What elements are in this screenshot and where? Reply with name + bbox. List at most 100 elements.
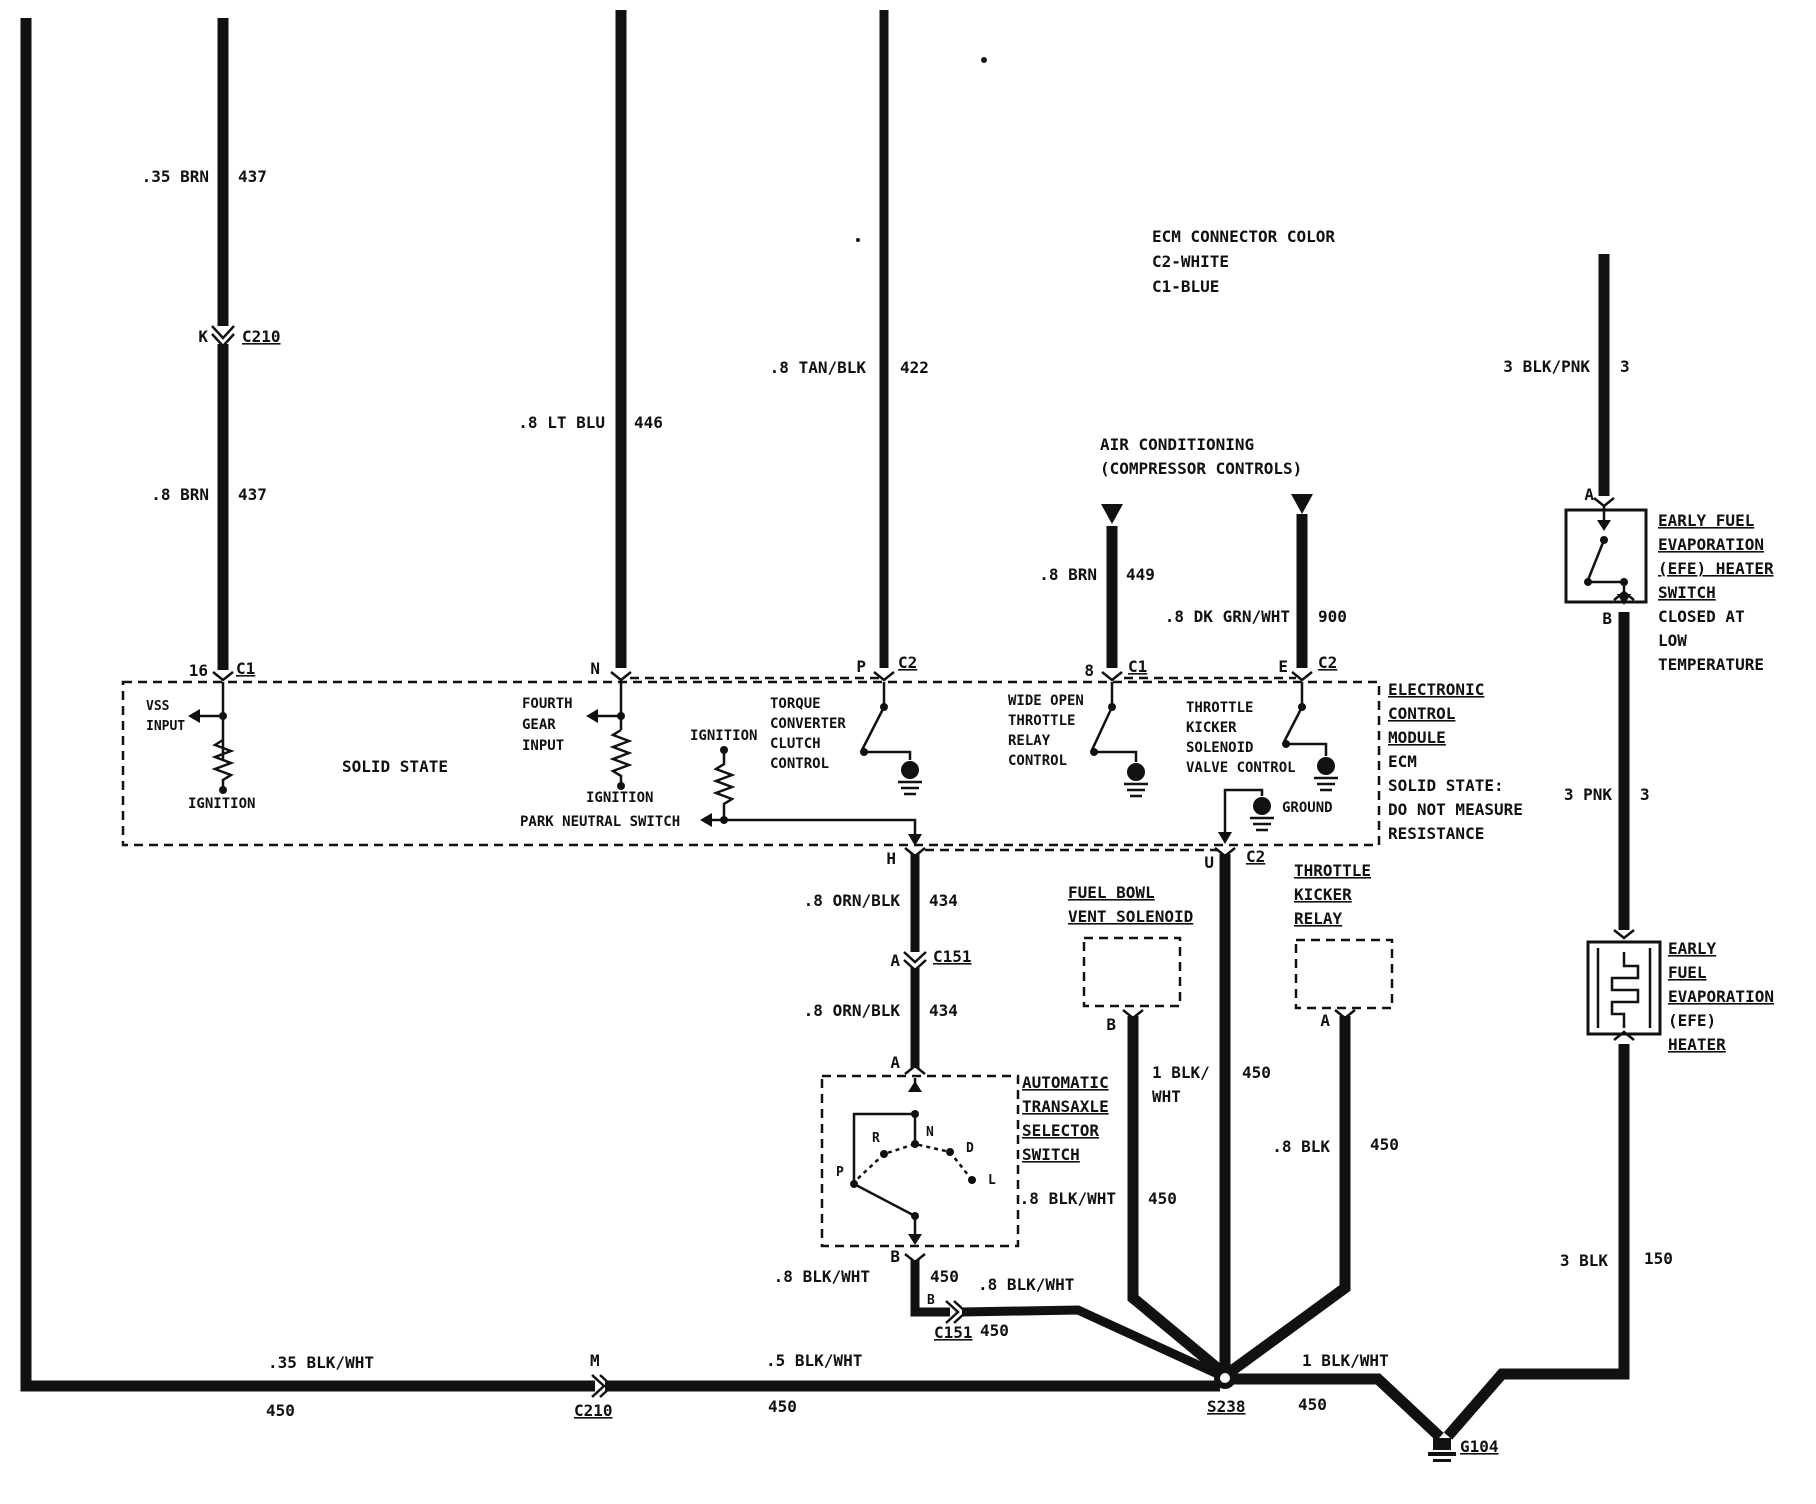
w450-selector-circuit: 450 xyxy=(1148,1189,1177,1208)
wire-450-kicker xyxy=(1226,1016,1351,1377)
tcc-label-1: TORQUE xyxy=(770,696,821,712)
tcc-label-3: CLUTCH xyxy=(770,736,821,752)
tks-label-3: SOLENOID xyxy=(1186,740,1253,756)
efe-heater-element-icon xyxy=(1610,952,1640,1028)
ac-arrow-449 xyxy=(1101,504,1123,524)
selector-switch-contacts xyxy=(850,1078,976,1245)
selector-label-3: SELECTOR xyxy=(1022,1121,1099,1140)
w437-bottom-size: .8 BRN xyxy=(151,485,209,504)
efe-heater-frame xyxy=(1596,948,1652,1028)
selector-pos-r: R xyxy=(872,1131,880,1146)
vss-input-circuit xyxy=(188,682,235,794)
w3-mid-size: 3 PNK xyxy=(1564,785,1613,804)
solid-state-label: SOLID STATE xyxy=(342,757,448,776)
tcc-label-2: CONVERTER xyxy=(770,716,846,732)
efe-switch-note-3: TEMPERATURE xyxy=(1658,655,1764,674)
efe-switch-b-pin: B xyxy=(1602,609,1612,628)
tks-switch xyxy=(1282,682,1338,792)
selector-label-1: AUTOMATIC xyxy=(1022,1073,1109,1092)
w449-size: .8 BRN xyxy=(1039,565,1097,584)
selector-pos-p: P xyxy=(836,1165,844,1180)
ac-line1: AIR CONDITIONING xyxy=(1100,435,1254,454)
kicker-label-2: KICKER xyxy=(1294,885,1352,904)
c151-a-pin: A xyxy=(890,951,900,970)
c210-k-pin: K xyxy=(198,327,208,346)
conn-h-pin: H xyxy=(886,849,896,868)
ecm-name-3: MODULE xyxy=(1388,728,1446,747)
fourth-gear-circuit xyxy=(586,682,633,790)
ignition-vss-label: IGNITION xyxy=(188,796,255,812)
tcc-switch xyxy=(860,682,922,796)
efe-heater-label-3: EVAPORATION xyxy=(1668,987,1774,1006)
efe-heater-label-1: EARLY xyxy=(1668,939,1717,958)
efe-heater-box xyxy=(1586,940,1662,1036)
ecm-ground-label: GROUND xyxy=(1282,800,1333,816)
efe-switch-a-pin: A xyxy=(1584,485,1594,504)
c151-a-name: C151 xyxy=(933,947,972,966)
fuel-bowl-label-2: VENT SOLENOID xyxy=(1068,907,1193,926)
selector-pos-n: N xyxy=(926,1125,934,1140)
fuel-bowl-b-pin: B xyxy=(1106,1015,1116,1034)
efe-switch-note-2: LOW xyxy=(1658,631,1687,650)
conn-n-pin: N xyxy=(590,659,600,678)
efe-switch-label-4: SWITCH xyxy=(1658,583,1716,602)
c2-p-name: C2 xyxy=(898,653,917,672)
c210-m-pin: M xyxy=(590,1351,600,1370)
c1-16-name: C1 xyxy=(236,659,255,678)
park-neutral-label: PARK NEUTRAL SWITCH xyxy=(520,814,680,830)
fourth-gear-label-1: FOURTH xyxy=(522,696,573,712)
selector-b-pin: B xyxy=(890,1247,900,1266)
ecm-name-1: ELECTRONIC xyxy=(1388,680,1484,699)
wire-450-c151 xyxy=(961,1305,1224,1381)
selector-b2-pin: B xyxy=(927,1293,935,1308)
connector-chevrons-ecm-top xyxy=(212,671,1313,682)
wot-switch xyxy=(1090,682,1148,798)
w437-top-size: .35 BRN xyxy=(142,167,209,186)
efe-switch-label-3: (EFE) HEATER xyxy=(1658,559,1774,578)
fuel-bowl-solenoid-box xyxy=(1082,936,1182,1008)
efe-switch-label-2: EVAPORATION xyxy=(1658,535,1764,554)
efe-heater-label-2: FUEL xyxy=(1668,963,1707,982)
wire-450-fuelbowl xyxy=(1127,1016,1226,1377)
c2-u-pin: U xyxy=(1204,853,1214,872)
w434-top-circuit: 434 xyxy=(929,891,958,910)
ground-g104-icon xyxy=(1428,1438,1456,1462)
selector-a-pin: A xyxy=(890,1053,900,1072)
selector-pos-l: L xyxy=(988,1173,996,1188)
speck-1 xyxy=(981,57,987,63)
ecm-module-box xyxy=(121,680,1381,847)
w150-circuit: 150 xyxy=(1644,1249,1673,1268)
w450-right-size: 1 BLK/WHT xyxy=(1302,1351,1389,1370)
fourth-gear-label-2: GEAR xyxy=(522,717,556,733)
c1-8-name: C1 xyxy=(1128,657,1147,676)
w3-top-size: 3 BLK/PNK xyxy=(1503,357,1590,376)
c210-k-name: C210 xyxy=(242,327,281,346)
w450-left-circuit: 450 xyxy=(266,1401,295,1420)
tks-label-4: VALVE CONTROL xyxy=(1186,760,1296,776)
w450-right-circuit: 450 xyxy=(1298,1395,1327,1414)
ecm-note-2: DO NOT MEASURE xyxy=(1388,800,1523,819)
efe-switch-contacts xyxy=(1584,506,1631,605)
w150-size: 3 BLK xyxy=(1560,1251,1609,1270)
w450-fuelbowl-size-2: WHT xyxy=(1152,1087,1181,1106)
w450-mid-circuit: 450 xyxy=(768,1397,797,1416)
w450-selector-b-size: .8 BLK/WHT xyxy=(774,1267,870,1286)
tks-label-2: KICKER xyxy=(1186,720,1237,736)
fourth-gear-label-3: INPUT xyxy=(522,738,564,754)
fuel-bowl-label-1: FUEL BOWL xyxy=(1068,883,1155,902)
w449-circuit: 449 xyxy=(1126,565,1155,584)
c1-8-pin: 8 xyxy=(1084,661,1094,680)
w3-top-circuit: 3 xyxy=(1620,357,1630,376)
efe-switch-label-1: EARLY FUEL xyxy=(1658,511,1754,530)
w446-circuit: 446 xyxy=(634,413,663,432)
kicker-a-pin: A xyxy=(1320,1011,1330,1030)
w450-fuelbowl-size-1: 1 BLK/ xyxy=(1152,1063,1210,1082)
w450-mid-size: .5 BLK/WHT xyxy=(766,1351,862,1370)
wire-450-selector-b xyxy=(910,1260,950,1317)
w3-mid-circuit: 3 xyxy=(1640,785,1650,804)
tks-label-1: THROTTLE xyxy=(1186,700,1253,716)
connector-c210-m-icon xyxy=(591,1374,614,1398)
c210-m-name: C210 xyxy=(574,1401,613,1420)
park-neutral-circuit xyxy=(700,746,922,846)
